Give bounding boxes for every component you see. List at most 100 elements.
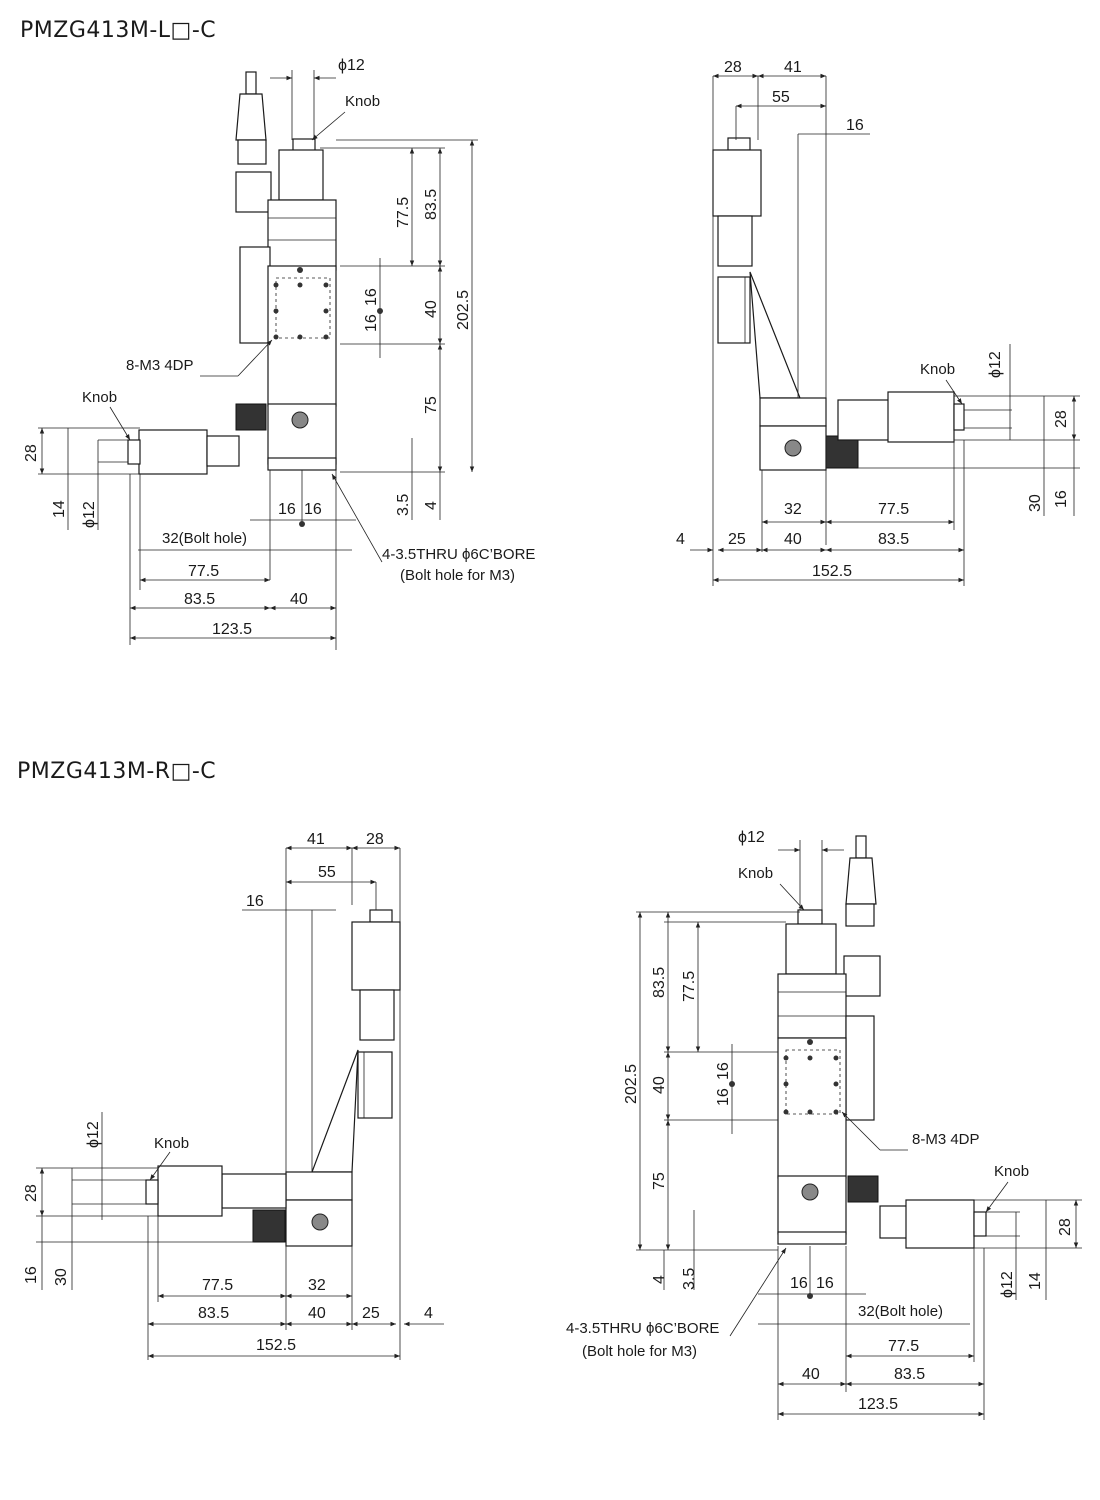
dim-40-l: 40: [423, 300, 440, 318]
x-motor-l2: [887, 391, 955, 443]
dim-4-r2: 4: [651, 1275, 668, 1284]
dim-16d-l: 16: [304, 501, 322, 518]
dim-152-5-l2: 152.5: [812, 563, 852, 580]
knob-top-r1: [369, 909, 393, 923]
title-left-model: PMZG413M-L□-C: [20, 18, 217, 43]
dim-16c-l: 16: [278, 501, 296, 518]
dim-phi12-l2: ϕ12: [987, 351, 1004, 378]
dim-83-5-r2: 83.5: [651, 967, 668, 998]
dim-16-l2: 16: [846, 117, 864, 134]
view-l-front: ϕ12 Knob 77.5 83.5 202.5 16 16 40 75 3.5…: [23, 57, 535, 650]
knob-top-l2: [727, 137, 751, 151]
label-knob-l-side: Knob: [82, 389, 117, 406]
dim-28-r1: 28: [366, 831, 384, 848]
dim-40-r2-bottom: 40: [802, 1366, 820, 1383]
knob-top-l: [292, 138, 316, 152]
dim-4-l: 4: [423, 501, 440, 510]
dim-phi12-r2-side: ϕ12: [999, 1271, 1016, 1298]
dim-16c-r2: 16: [790, 1275, 808, 1292]
x-knob-r2: [973, 1211, 987, 1237]
label-thru-l: 4-3.5THRU ϕ6C’BORE: [382, 546, 535, 563]
x-knob-l: [127, 439, 141, 465]
label-knob-l-top: Knob: [345, 93, 380, 110]
title-right-model: PMZG413M-R□-C: [17, 759, 217, 784]
dim-16a-l: 16: [363, 288, 380, 306]
x-block-l2: [759, 397, 827, 427]
x-motor-r1: [157, 1165, 223, 1217]
view-r-side: 41 28 55 16 ϕ12 Knob 28 16 30 77.5 32 83…: [23, 831, 444, 1360]
cable-socket: [237, 139, 267, 165]
dim-75-r2: 75: [651, 1172, 668, 1190]
z-table-r: [777, 1037, 847, 1179]
dim-28-l2: 28: [724, 59, 742, 76]
label-thru-sub-l: (Bolt hole for M3): [400, 567, 515, 584]
dim-16a-r2: 16: [715, 1062, 732, 1080]
dim-55-l2: 55: [772, 89, 790, 106]
dim-123-5-r2: 123.5: [858, 1396, 898, 1413]
side-cover-r: [845, 1015, 875, 1121]
dim-28-r2-side: 28: [1057, 1218, 1074, 1236]
dim-3-5-l: 3.5: [395, 494, 412, 516]
dim-30-r1: 30: [53, 1268, 70, 1286]
dim-phi12-r2: ϕ12: [738, 829, 765, 846]
dim-41-r1: 41: [307, 831, 325, 848]
dim-28-r1-side: 28: [23, 1184, 40, 1202]
motor-body-r1: [351, 921, 401, 991]
cable-clamp-l: [235, 171, 272, 213]
dim-14-l: 14: [51, 500, 68, 518]
x-stage-r2: [777, 1175, 847, 1235]
dim-40-l-bottom: 40: [290, 591, 308, 608]
dim-152-5-r1: 152.5: [256, 1337, 296, 1354]
dim-202-5-r2: 202.5: [623, 1064, 640, 1104]
cable-socket-r: [845, 903, 875, 927]
dim-32-l2: 32: [784, 501, 802, 518]
cable-connector: [235, 93, 267, 141]
dim-41-l2: 41: [784, 59, 802, 76]
dim-16-r1: 16: [246, 893, 264, 910]
dim-phi12-l: ϕ12: [338, 57, 365, 74]
dim-25-l2: 25: [728, 531, 746, 548]
dim-16b-l2: 16: [1053, 490, 1070, 508]
motor-body-l: [278, 149, 324, 201]
x-knob-r1: [145, 1179, 159, 1205]
dim-16b-r1: 16: [23, 1266, 40, 1284]
dim-77-5-r2-bottom: 77.5: [888, 1338, 919, 1355]
x-motor-r2: [905, 1199, 975, 1249]
label-knob-l2: Knob: [920, 361, 955, 378]
dim-83-5-l-bottom: 83.5: [184, 591, 215, 608]
view-r-front: ϕ12 Knob 202.5 83.5 77.5 40 16 16 75 4 3…: [566, 829, 1082, 1420]
dim-83-5-r1: 83.5: [198, 1305, 229, 1322]
dim-3-5-r2: 3.5: [681, 1268, 698, 1290]
z-upper-block: [267, 199, 337, 271]
dim-phi12-r1: ϕ12: [85, 1121, 102, 1148]
label-tapped-l: 8-M3 4DP: [126, 357, 194, 374]
dim-phi12-l-side: ϕ12: [81, 501, 98, 528]
dim-77-5-l: 77.5: [395, 197, 412, 228]
dim-77-5-r1: 77.5: [202, 1277, 233, 1294]
dim-16b-l: 16: [363, 314, 380, 332]
view-l-side: 28 41 55 16 Knob ϕ12 28 30 16 32 77.5 4: [676, 59, 1080, 586]
dim-83-5-r2-bottom: 83.5: [894, 1366, 925, 1383]
dim-32-r1: 32: [308, 1277, 326, 1294]
dim-40-l2: 40: [784, 531, 802, 548]
label-thru-r2: 4-3.5THRU ϕ6C’BORE: [566, 1320, 719, 1337]
side-cover-l: [239, 246, 271, 344]
dim-4-r1: 4: [424, 1305, 433, 1322]
dim-40-r1: 40: [308, 1305, 326, 1322]
dim-28-l: 28: [23, 444, 40, 462]
motor-body-r2: [785, 923, 837, 975]
knob-top-r2: [797, 909, 823, 925]
dim-40-r2: 40: [651, 1076, 668, 1094]
dim-202-5-l: 202.5: [455, 290, 472, 330]
dim-14-r2: 14: [1027, 1272, 1044, 1290]
cable-plug-r: [855, 835, 867, 859]
dim-123-5-l: 123.5: [212, 621, 252, 638]
cable-clamp-r: [843, 955, 881, 997]
dim-75-l: 75: [423, 396, 440, 414]
dim-16b-r2: 16: [715, 1088, 732, 1106]
dim-28-l2-side: 28: [1053, 410, 1070, 428]
dim-4-l2: 4: [676, 531, 685, 548]
dim-16d-r2: 16: [816, 1275, 834, 1292]
label-knob-r1: Knob: [154, 1135, 189, 1152]
dim-30-l2: 30: [1027, 494, 1044, 512]
